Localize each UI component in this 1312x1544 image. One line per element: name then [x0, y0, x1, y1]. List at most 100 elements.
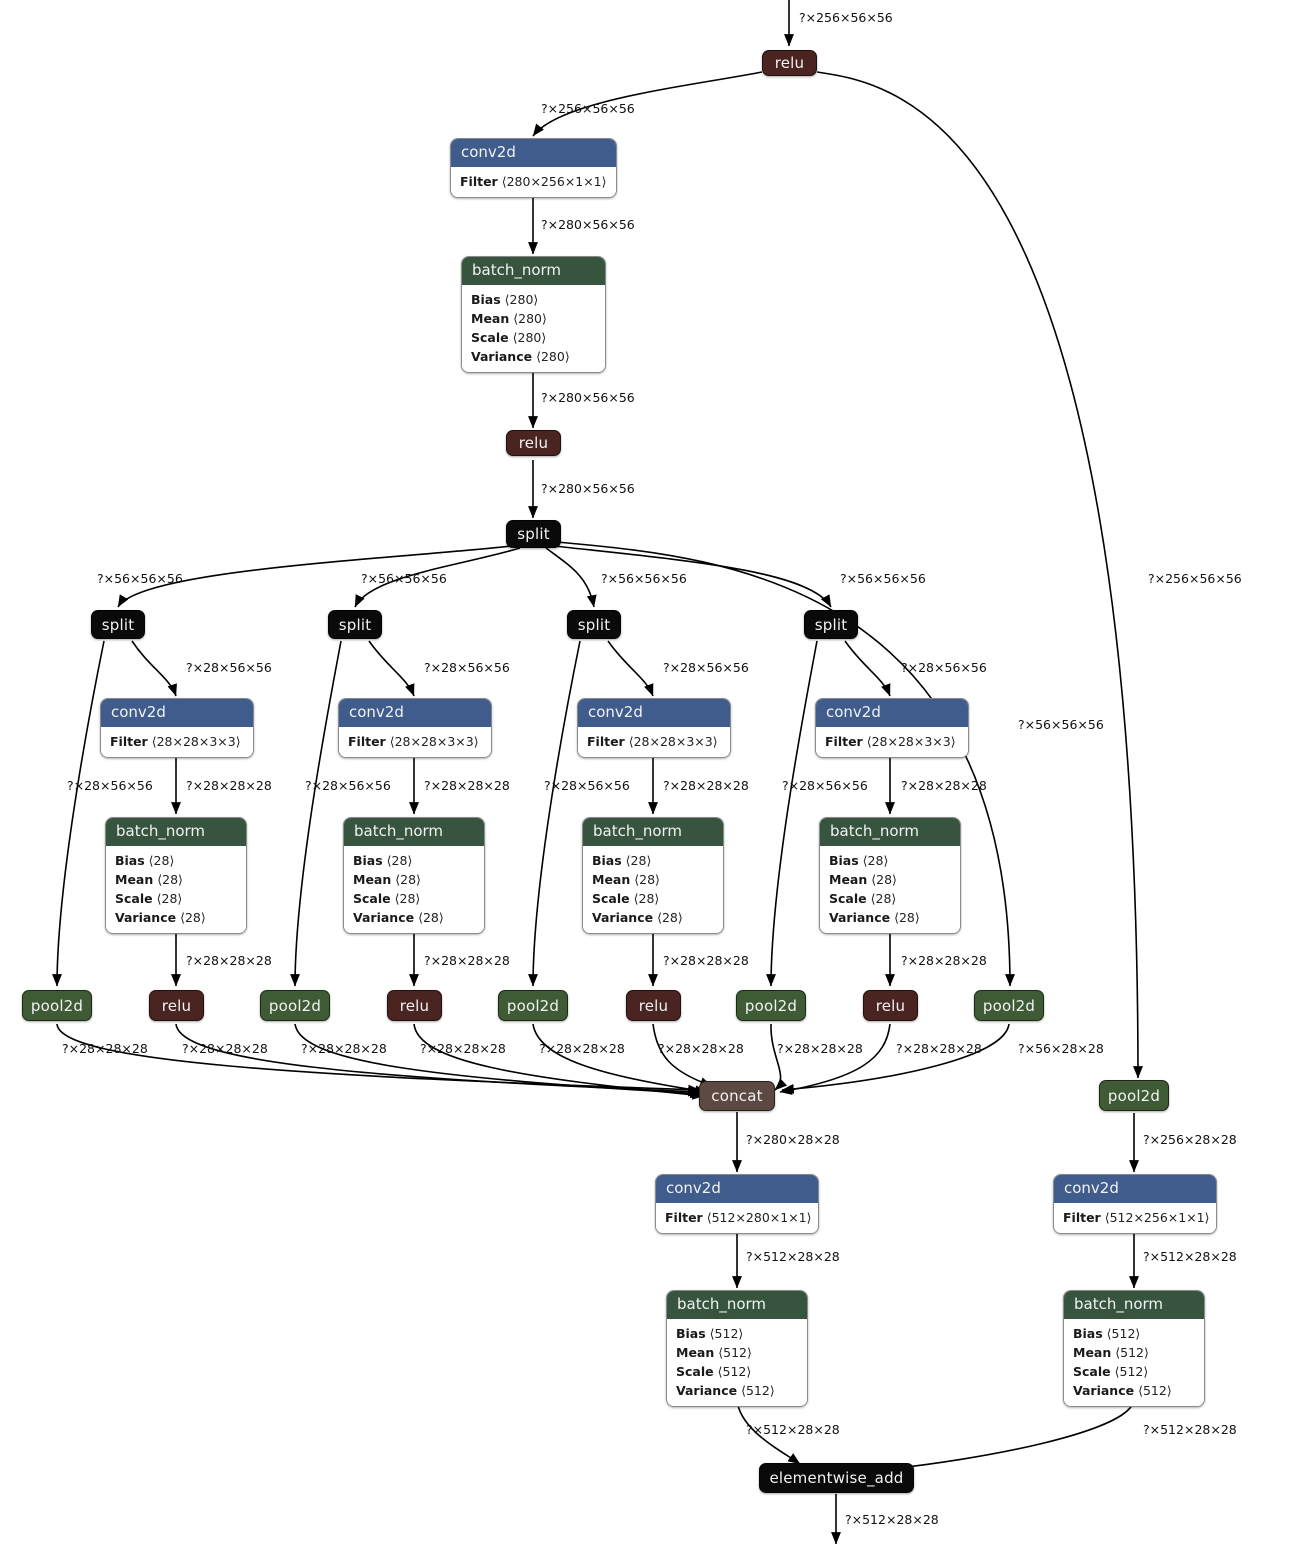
node-label: concat [711, 1087, 763, 1105]
edge-label-split-to-pool-2: ?×28×56×56 [305, 778, 391, 793]
node-label: pool2d [1107, 1086, 1161, 1105]
param-value: ⟨28×28×3×3⟩ [628, 733, 718, 749]
node-pool2d-3[interactable]: pool2d [498, 990, 568, 1021]
param-value: ⟨28⟩ [394, 890, 421, 906]
edge-label-relu-to-split: ?×280×56×56 [541, 481, 635, 496]
node-batchnorm-branch-1[interactable]: batch_norm Bias ⟨28⟩ Mean ⟨28⟩ Scale ⟨28… [105, 817, 247, 934]
param-value: ⟨28⟩ [871, 871, 897, 887]
param-value: ⟨280⟩ [512, 329, 547, 345]
node-header: conv2d [578, 699, 730, 727]
node-relu-top[interactable]: relu [762, 50, 817, 76]
param-name: Filter [110, 733, 148, 749]
param-value: ⟨28⟩ [156, 890, 183, 906]
node-relu-branch-3[interactable]: relu [626, 990, 681, 1021]
node-label: relu [399, 996, 430, 1015]
edge-label-bn-to-add-left: ?×512×28×28 [746, 1422, 840, 1437]
param-value: ⟨512⟩ [718, 1344, 752, 1360]
node-params: Filter ⟨280×256×1×1⟩ [451, 166, 616, 197]
node-conv2d-branch-2[interactable]: conv2d Filter ⟨28×28×3×3⟩ [338, 698, 492, 758]
node-relu-branch-2[interactable]: relu [387, 990, 442, 1021]
edge-label-split-to-conv-4: ?×28×56×56 [901, 660, 987, 675]
edge-label-conv-to-bn-1: ?×28×28×28 [186, 778, 272, 793]
node-relu-branch-4[interactable]: relu [863, 990, 918, 1021]
node-conv2d-top[interactable]: conv2d Filter ⟨280×256×1×1⟩ [450, 138, 617, 198]
param-row: Filter ⟨512×280×1×1⟩ [665, 1208, 812, 1227]
node-header: batch_norm [667, 1291, 807, 1319]
node-conv2d-branch-4[interactable]: conv2d Filter ⟨28×28×3×3⟩ [815, 698, 969, 758]
node-batchnorm-shortcut-bottom[interactable]: batch_norm Bias ⟨512⟩ Mean ⟨512⟩ Scale ⟨… [1063, 1290, 1205, 1407]
node-label: relu [638, 996, 669, 1015]
param-value: ⟨28⟩ [180, 909, 206, 925]
node-split-branch-3[interactable]: split [567, 610, 621, 639]
param-row: Scale ⟨28⟩ [353, 889, 475, 908]
node-conv2d-branch-1[interactable]: conv2d Filter ⟨28×28×3×3⟩ [100, 698, 254, 758]
node-label: pool2d [506, 996, 560, 1015]
node-label: pool2d [982, 996, 1036, 1015]
node-pool2d-shortcut[interactable]: pool2d [1099, 1080, 1169, 1111]
edge-label-bn-to-relu-3: ?×28×28×28 [663, 953, 749, 968]
edge-label-split-to-pool-4: ?×28×56×56 [782, 778, 868, 793]
param-name: Variance [471, 348, 533, 364]
edge-label-bn-to-relu: ?×280×56×56 [541, 390, 635, 405]
node-batchnorm-branch-2[interactable]: batch_norm Bias ⟨28⟩ Mean ⟨28⟩ Scale ⟨28… [343, 817, 485, 934]
param-row: Mean ⟨28⟩ [592, 870, 714, 889]
param-name: Variance [1073, 1382, 1135, 1398]
edge-label-to-concat-3: ?×28×28×28 [301, 1041, 387, 1056]
node-header: batch_norm [820, 818, 960, 846]
edge-label-conv-to-bn-2: ?×28×28×28 [424, 778, 510, 793]
edge-label-relu-to-conv: ?×256×56×56 [541, 101, 635, 116]
node-label: relu [774, 54, 805, 72]
node-label: relu [161, 996, 192, 1015]
node-conv2d-branch-3[interactable]: conv2d Filter ⟨28×28×3×3⟩ [577, 698, 731, 758]
node-header: batch_norm [583, 818, 723, 846]
param-name: Mean [115, 871, 154, 887]
node-relu-mid[interactable]: relu [506, 430, 561, 456]
param-name: Bias [592, 852, 622, 868]
edge-label-input-top: ?×256×56×56 [799, 10, 893, 25]
node-batchnorm-main-bottom[interactable]: batch_norm Bias ⟨512⟩ Mean ⟨512⟩ Scale ⟨… [666, 1290, 808, 1407]
node-label: pool2d [744, 996, 798, 1015]
node-split-branch-2[interactable]: split [328, 610, 382, 639]
param-row: Bias ⟨512⟩ [1073, 1324, 1195, 1343]
param-row: Variance ⟨28⟩ [353, 908, 475, 927]
node-split-main[interactable]: split [506, 520, 561, 548]
node-params: Bias ⟨512⟩ Mean ⟨512⟩ Scale ⟨512⟩ Varian… [1064, 1318, 1204, 1406]
node-conv2d-main-bottom[interactable]: conv2d Filter ⟨512×280×1×1⟩ [655, 1174, 819, 1234]
edge-label-bn-to-relu-4: ?×28×28×28 [901, 953, 987, 968]
node-relu-branch-1[interactable]: relu [149, 990, 204, 1021]
edge-label-to-concat-1: ?×28×28×28 [62, 1041, 148, 1056]
node-params: Filter ⟨28×28×3×3⟩ [816, 726, 968, 757]
edge-label-split-to-conv-1: ?×28×56×56 [186, 660, 272, 675]
param-name: Mean [471, 310, 510, 326]
edge-label-bn-to-relu-1: ?×28×28×28 [186, 953, 272, 968]
node-params: Filter ⟨28×28×3×3⟩ [101, 726, 253, 757]
param-name: Filter [1063, 1209, 1101, 1225]
node-elementwise-add[interactable]: elementwise_add [759, 1463, 914, 1493]
node-split-branch-1[interactable]: split [91, 610, 145, 639]
node-batchnorm-branch-3[interactable]: batch_norm Bias ⟨28⟩ Mean ⟨28⟩ Scale ⟨28… [582, 817, 724, 934]
node-pool2d-4[interactable]: pool2d [736, 990, 806, 1021]
edge-label-concat-to-conv: ?×280×28×28 [746, 1132, 840, 1147]
param-value: ⟨28⟩ [657, 909, 683, 925]
param-row: Filter ⟨28×28×3×3⟩ [587, 732, 721, 751]
node-header: conv2d [339, 699, 491, 727]
edge-label-split-to-conv-2: ?×28×56×56 [424, 660, 510, 675]
edge-label-conv-to-bn: ?×280×56×56 [541, 217, 635, 232]
param-name: Scale [829, 890, 867, 906]
param-name: Scale [115, 890, 153, 906]
node-pool2d-2[interactable]: pool2d [260, 990, 330, 1021]
node-header: batch_norm [1064, 1291, 1204, 1319]
edge-label-split-to-pool-3: ?×28×56×56 [544, 778, 630, 793]
param-row: Variance ⟨28⟩ [115, 908, 237, 927]
edge-label-to-concat-7: ?×28×28×28 [777, 1041, 863, 1056]
node-pool2d-5[interactable]: pool2d [974, 990, 1044, 1021]
param-value: ⟨280×256×1×1⟩ [501, 173, 607, 189]
node-conv2d-shortcut-bottom[interactable]: conv2d Filter ⟨512×256×1×1⟩ [1053, 1174, 1217, 1234]
node-split-branch-4[interactable]: split [804, 610, 858, 639]
param-value: ⟨512⟩ [1106, 1325, 1141, 1341]
node-batchnorm-branch-4[interactable]: batch_norm Bias ⟨28⟩ Mean ⟨28⟩ Scale ⟨28… [819, 817, 961, 934]
node-concat[interactable]: concat [699, 1081, 775, 1111]
node-pool2d-1[interactable]: pool2d [22, 990, 92, 1021]
node-batchnorm-top[interactable]: batch_norm Bias ⟨280⟩ Mean ⟨280⟩ Scale ⟨… [461, 256, 606, 373]
param-name: Scale [592, 890, 630, 906]
